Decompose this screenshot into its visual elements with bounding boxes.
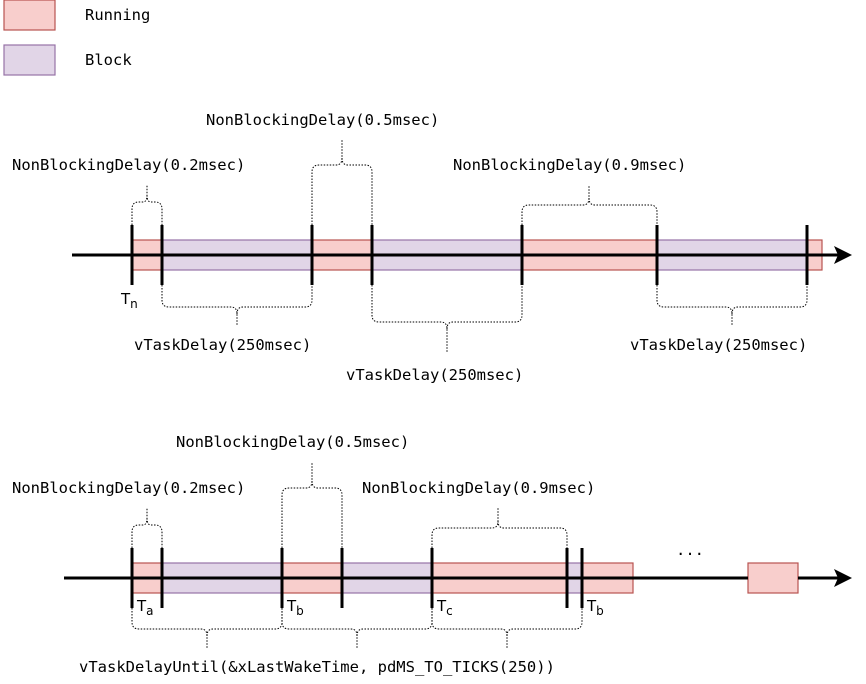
- delay-until-label: vTaskDelayUntil(&xLastWakeTime, pdMS_TO_…: [79, 658, 555, 676]
- delay-label-1: vTaskDelay(250msec): [134, 336, 311, 354]
- tick-label-tb: Tb: [286, 597, 304, 618]
- nonblocking-brace-1: [131, 508, 163, 548]
- nonblocking-brace-3: [431, 508, 568, 548]
- tick-label-ta: Ta: [136, 597, 154, 618]
- segment-running-later: [747, 562, 799, 594]
- delay-brace-3: [656, 285, 808, 325]
- legend-block-swatch: [3, 44, 56, 76]
- delay-label-2: vTaskDelay(250msec): [346, 366, 523, 384]
- nonblocking-label-1: NonBlockingDelay(0.2msec): [12, 156, 245, 174]
- nonblocking-label-2: NonBlockingDelay(0.5msec): [176, 433, 409, 451]
- ellipsis: ...: [676, 541, 704, 559]
- delay-until-brace-3: [431, 608, 583, 648]
- nonblocking-label-3: NonBlockingDelay(0.9msec): [453, 156, 686, 174]
- delay-brace-1: [161, 285, 313, 325]
- nonblocking-brace-1: [131, 185, 163, 225]
- nonblocking-brace-3: [521, 185, 658, 225]
- timeline-1: Tn NonBlockingDelay(0.2msec) NonBlocking…: [12, 111, 852, 384]
- nonblocking-label-3: NonBlockingDelay(0.9msec): [362, 479, 595, 497]
- nonblocking-label-1: NonBlockingDelay(0.2msec): [12, 479, 245, 497]
- delay-label-3: vTaskDelay(250msec): [630, 336, 807, 354]
- tick-label-tb-2: Tb: [586, 597, 604, 618]
- nonblocking-brace-2: [311, 140, 373, 225]
- axis-arrow-icon: [834, 569, 852, 587]
- tick-label-tn: Tn: [120, 290, 138, 311]
- delay-until-brace-2: [281, 608, 433, 648]
- timeline-2: ... Ta Tb Tc Tb NonBlockingDelay(0.2msec…: [12, 433, 852, 676]
- delay-until-brace-1: [131, 608, 283, 648]
- legend-running-label: Running: [85, 6, 150, 24]
- legend: Running Block: [3, 0, 150, 76]
- delay-brace-2: [371, 285, 523, 352]
- axis-arrow-icon: [834, 246, 852, 264]
- nonblocking-brace-2: [281, 463, 343, 548]
- nonblocking-label-2: NonBlockingDelay(0.5msec): [206, 111, 439, 129]
- tick-label-tc: Tc: [436, 597, 453, 618]
- legend-block-label: Block: [85, 51, 132, 69]
- legend-running-swatch: [3, 0, 56, 31]
